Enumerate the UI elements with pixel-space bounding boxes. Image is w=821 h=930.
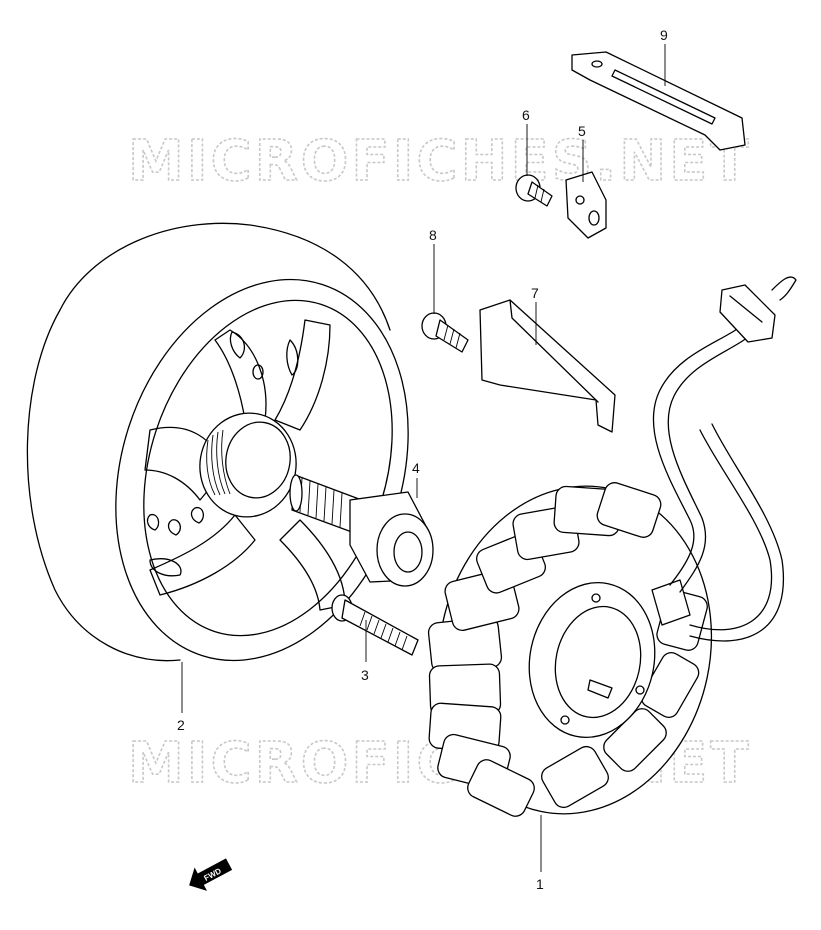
- part-bolt-8: [421, 312, 469, 353]
- part-bracket-9: [571, 51, 746, 151]
- forward-arrow-icon: [189, 858, 233, 891]
- part-rotor: [26, 222, 409, 662]
- callout-labels: 1 2 3 4 5 6 7 8 9: [177, 27, 668, 892]
- leader-lines: [181, 44, 666, 872]
- callout-3: 3: [361, 667, 369, 683]
- callout-6: 6: [522, 107, 530, 123]
- fwd-badge: FWD: [189, 858, 233, 891]
- wire-harness: [652, 276, 797, 642]
- callout-8: 8: [429, 227, 437, 243]
- part-bolt-6: [515, 174, 553, 207]
- callout-5: 5: [578, 123, 586, 139]
- watermark-top: MICROFICHES.NET: [128, 129, 752, 194]
- part-small-bolt: [331, 594, 419, 656]
- part-rotor-bolt: [289, 474, 434, 587]
- part-plate-5: [565, 171, 607, 239]
- callout-1: 1: [536, 876, 544, 892]
- callout-9: 9: [660, 27, 668, 43]
- callout-7: 7: [531, 285, 539, 301]
- callout-2: 2: [177, 717, 185, 733]
- part-plate-7: [479, 299, 616, 433]
- part-stator: [427, 482, 713, 817]
- callout-4: 4: [412, 460, 420, 476]
